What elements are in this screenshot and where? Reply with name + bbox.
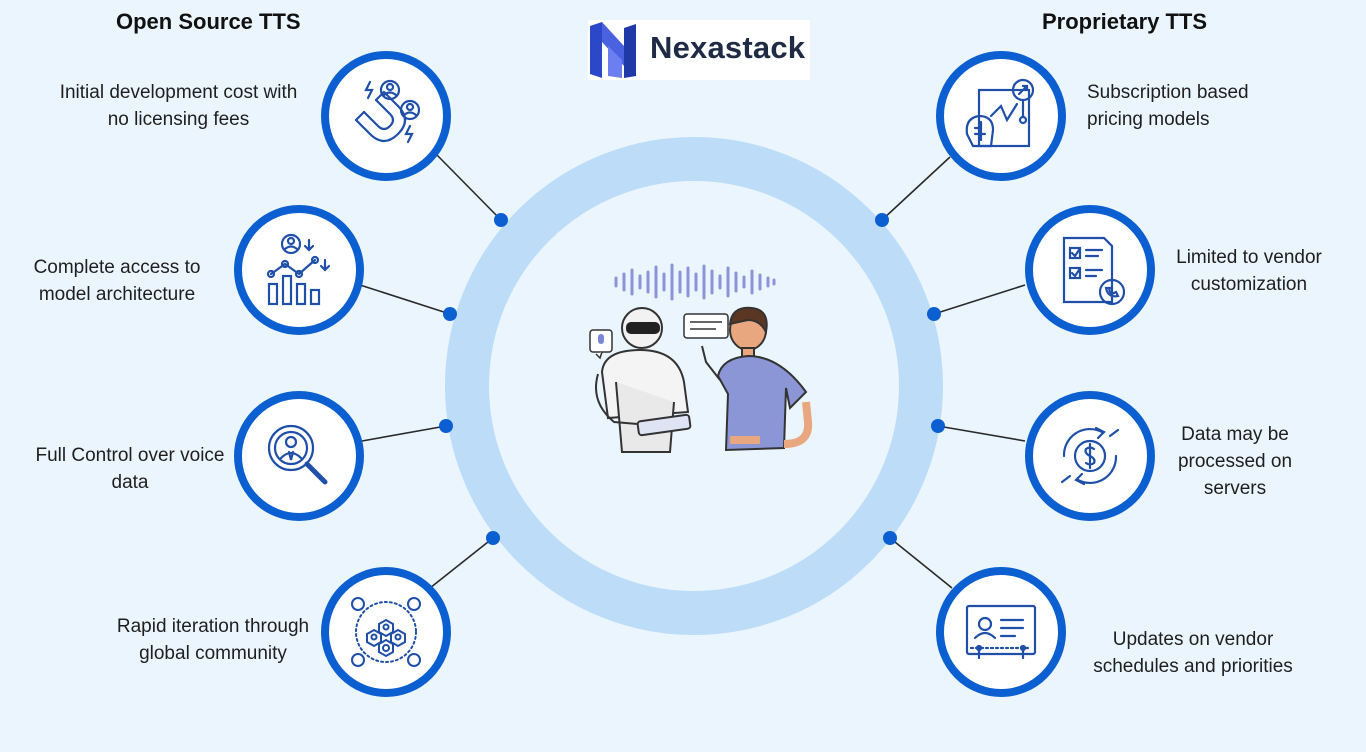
checklist-support-icon	[1062, 236, 1126, 306]
magnet-users-node	[321, 51, 451, 181]
sound-wave-icon	[614, 263, 776, 301]
ai-analysis-node	[936, 51, 1066, 181]
right-title: Proprietary TTS	[1042, 9, 1208, 34]
connector-dot	[875, 213, 889, 227]
analytics-icon	[266, 233, 331, 306]
connector-dot	[443, 307, 457, 321]
currency-cycle-node	[1025, 391, 1155, 521]
currency-cycle-icon	[1060, 426, 1120, 486]
brand-name: Nexastack	[650, 30, 806, 65]
nexastack-logo-icon	[590, 22, 636, 78]
connector-dot	[494, 213, 508, 227]
global-network-node	[321, 567, 451, 697]
magnet-users-icon	[354, 79, 421, 144]
central-ring	[445, 137, 943, 635]
left-title: Open Source TTS	[116, 9, 301, 34]
search-user-icon	[267, 424, 328, 485]
brand-logo: Nexastack	[588, 20, 810, 80]
robot-human-conversation-illustration	[589, 263, 813, 453]
connector-dot	[883, 531, 897, 545]
profile-card-node	[936, 567, 1066, 697]
ai-analysis-icon	[965, 78, 1035, 148]
connector-dot	[439, 419, 453, 433]
search-user-node	[234, 391, 364, 521]
connector-dot	[931, 419, 945, 433]
global-network-icon	[351, 597, 421, 667]
connector-dot	[486, 531, 500, 545]
checklist-support-node	[1025, 205, 1155, 335]
analytics-node	[234, 205, 364, 335]
connector-dot	[927, 307, 941, 321]
profile-card-icon	[965, 604, 1037, 660]
